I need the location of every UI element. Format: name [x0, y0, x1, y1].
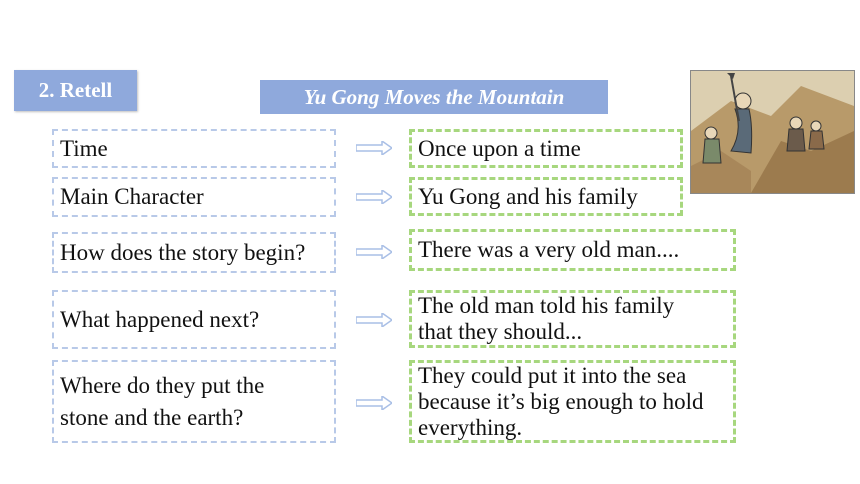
- arrow-right-icon: [356, 190, 392, 204]
- answer-line: The old man told his family: [418, 293, 675, 318]
- question-box-story-begin: How does the story begin?: [52, 232, 336, 273]
- question-line: Where do they put the: [60, 372, 265, 398]
- question-box-what-happened-next: What happened next?: [52, 290, 336, 349]
- answer-box-where-put-stone: They could put it into the sea because i…: [409, 360, 736, 443]
- answer-line: everything.: [418, 414, 523, 440]
- question-text: Main Character: [60, 184, 204, 209]
- question-text: What happened next?: [60, 306, 260, 332]
- section-tag: 2. Retell: [14, 70, 137, 111]
- question-line: stone and the earth?: [60, 404, 244, 430]
- answer-box-what-happened-next: The old man told his family that they sh…: [409, 290, 736, 348]
- answer-text: Once upon a time: [418, 135, 581, 161]
- arrow-right-icon: [356, 313, 392, 327]
- answer-line: that they should...: [418, 319, 583, 344]
- question-text: Time: [60, 135, 108, 161]
- slide-title: Yu Gong Moves the Mountain: [260, 80, 608, 114]
- arrow-right-icon: [356, 245, 392, 259]
- arrow-right-icon: [356, 396, 392, 410]
- answer-text: There was a very old man....: [418, 237, 680, 262]
- old-man-digging-mountain-icon: [691, 71, 854, 193]
- illustration-image: [690, 70, 855, 194]
- answer-box-time: Once upon a time: [409, 129, 683, 168]
- arrow-right-icon: [356, 141, 392, 155]
- question-box-where-put-stone: Where do they put the stone and the eart…: [52, 360, 336, 443]
- answer-text: Yu Gong and his family: [418, 183, 638, 209]
- answer-line: They could put it into the sea: [418, 362, 687, 388]
- question-box-main-character: Main Character: [52, 177, 336, 217]
- answer-box-story-begin: There was a very old man....: [409, 229, 736, 271]
- question-box-time: Time: [52, 129, 336, 168]
- answer-box-main-character: Yu Gong and his family: [409, 177, 683, 216]
- question-text: How does the story begin?: [60, 239, 306, 265]
- answer-line: because it’s big enough to hold: [418, 388, 704, 414]
